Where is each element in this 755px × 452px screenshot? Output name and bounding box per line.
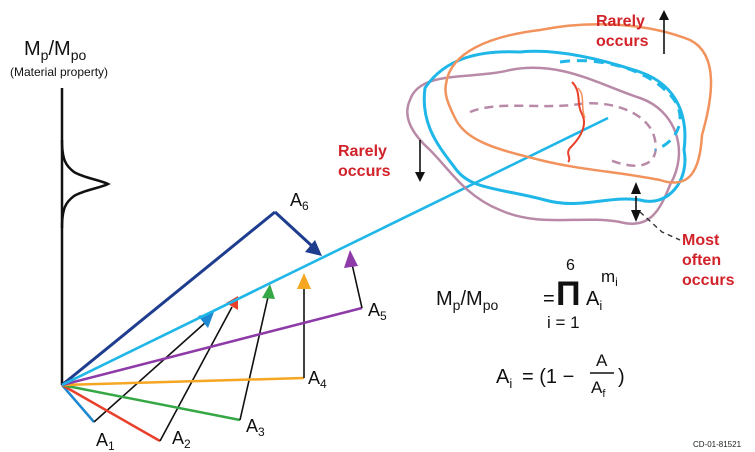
axis-label: Mp/Mpo (24, 38, 86, 63)
svg-text:i = 1: i = 1 (547, 313, 580, 332)
vector-a4 (61, 376, 305, 387)
double-arrow-bottom-icon (631, 210, 641, 222)
ai-equation: Ai = (1 − A Af ) (496, 351, 625, 400)
figure-id: CD-01-81521 (693, 440, 742, 449)
label-a4: A4 (308, 368, 327, 391)
vector-a2-return (159, 306, 233, 442)
svg-text:mi: mi (601, 267, 618, 289)
cloud-dashed-mauve (469, 102, 658, 167)
svg-text:): ) (618, 366, 625, 388)
arrowhead-a4 (297, 273, 311, 289)
cloud-cyan (422, 49, 687, 206)
vector-a3-return (239, 296, 269, 421)
crack-highlight (577, 87, 586, 119)
label-a5: A5 (368, 300, 387, 323)
product-equation: Mp/Mpo = 6 Π i = 1 Ai mi (436, 257, 618, 332)
vector-a2 (61, 383, 161, 443)
most-often-occurs: Most often occurs (682, 232, 735, 289)
svg-text:A: A (596, 351, 608, 370)
rarely-occurs-middle: Rarely occurs (338, 143, 391, 180)
label-a3: A3 (246, 416, 265, 439)
label-a2: A2 (172, 428, 191, 451)
cloud-mauve (406, 66, 681, 225)
arrowhead-a6 (305, 240, 322, 256)
svg-text:Mp/Mpo: Mp/Mpo (436, 288, 498, 313)
cloud-dashed-cyan (559, 59, 682, 152)
double-arrow-top-icon (631, 182, 641, 194)
svg-text:= (1 −: = (1 − (522, 366, 574, 388)
vector-a1 (61, 384, 95, 423)
failure-crack (567, 81, 586, 163)
distribution-curve (60, 139, 111, 229)
vector-a6-return (273, 210, 314, 248)
vector-a5 (61, 306, 363, 387)
cloud-orange (444, 23, 713, 184)
rarely-occurs-top: Rarely occurs (596, 13, 649, 50)
svg-text:Af: Af (591, 378, 606, 400)
arrowhead-a5 (344, 250, 358, 268)
label-a6: A6 (290, 190, 309, 213)
svg-text:Π: Π (556, 275, 581, 313)
vector-a5-return (351, 263, 363, 309)
leader-dashed-line (639, 211, 681, 241)
vector-a3 (61, 383, 241, 422)
resultant-vector (61, 116, 609, 387)
vector-a6 (61, 210, 276, 387)
svg-text:=: = (543, 288, 555, 310)
svg-text:Ai: Ai (496, 366, 512, 391)
svg-text:Ai: Ai (586, 288, 602, 313)
label-a1: A1 (96, 430, 115, 452)
vector-a1-return (93, 321, 207, 423)
arrowhead-a3 (262, 284, 275, 299)
axis-note: (Material property) (10, 65, 108, 79)
svg-text:6: 6 (566, 257, 575, 274)
